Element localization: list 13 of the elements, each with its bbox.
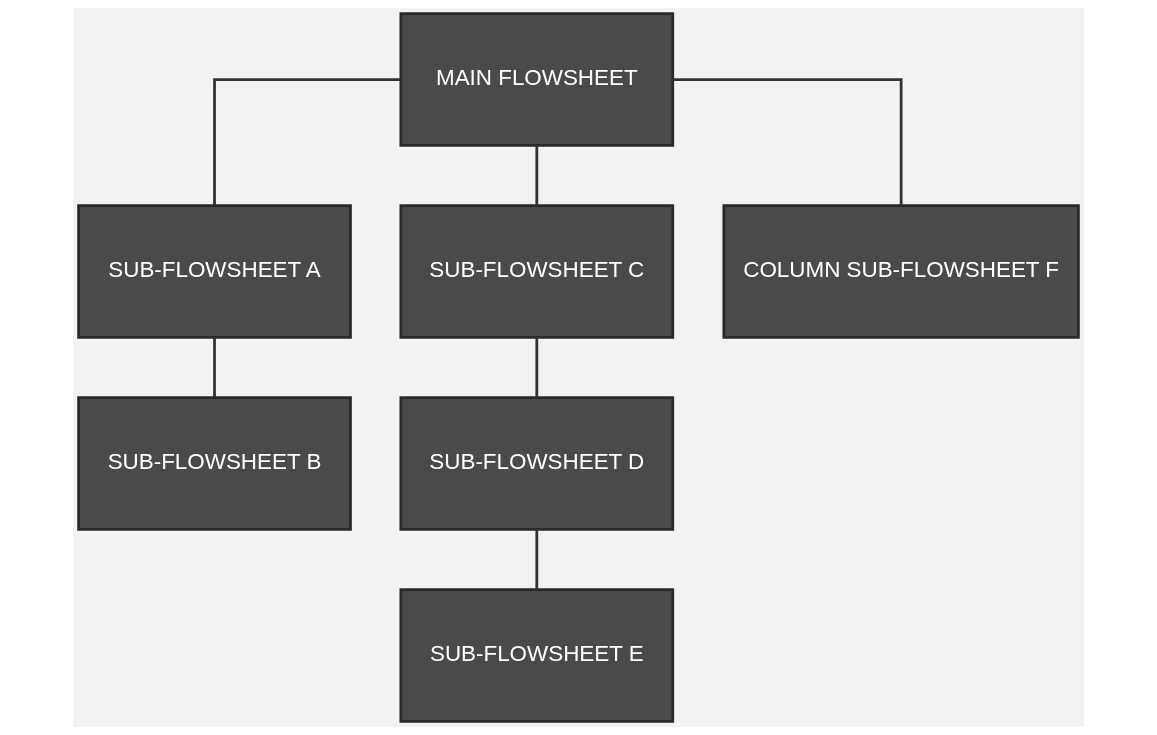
node-box: SUB-FLOWSHEET C: [399, 204, 675, 339]
connector: [535, 145, 539, 206]
node-box: SUB-FLOWSHEET A: [77, 204, 352, 339]
node-box: SUB-FLOWSHEET E: [399, 588, 675, 723]
connector: [213, 78, 401, 206]
node-box: SUB-FLOWSHEET D: [399, 396, 675, 531]
node-box: SUB-FLOWSHEET B: [77, 396, 352, 531]
connector: [673, 78, 903, 206]
connector: [213, 337, 216, 398]
node-box: MAIN FLOWSHEET: [399, 12, 675, 147]
node-box: COLUMN SUB-FLOWSHEET F: [722, 204, 1080, 339]
connector: [535, 337, 539, 398]
connector: [535, 529, 539, 590]
